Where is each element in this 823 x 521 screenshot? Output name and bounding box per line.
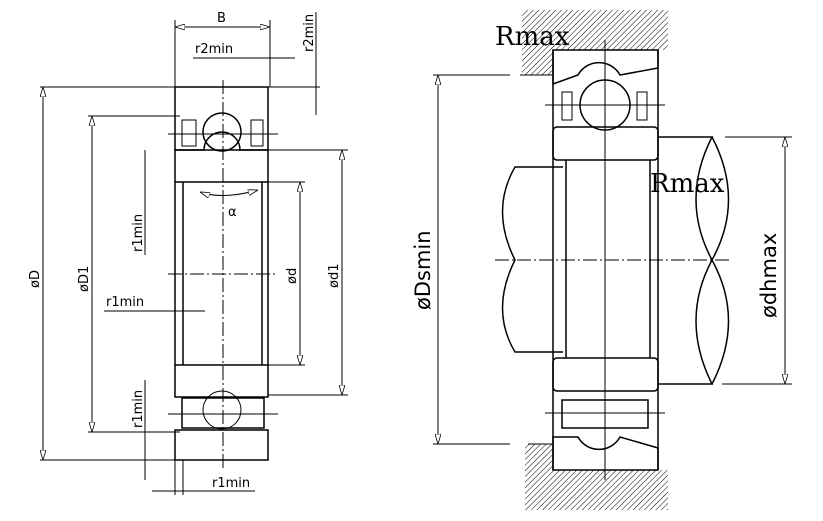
dhmax-label: ødhmax (757, 233, 781, 318)
bore-diameter-label: ød (285, 268, 300, 284)
outer-ring-top (174, 86, 269, 151)
dsmin-label: øDsmin (411, 230, 435, 310)
ball-top (202, 112, 242, 152)
inner-ring-bottom (174, 364, 269, 398)
r1min-upper-label: r1min (131, 214, 146, 252)
left-bearing-section (40, 12, 348, 495)
outer-ring-bottom (174, 429, 269, 461)
r2min-vertical-label: r2min (302, 14, 317, 52)
inner-ring-top (174, 149, 269, 183)
contact-angle-label: α (228, 205, 237, 220)
r1min-middle-label: r1min (106, 295, 144, 310)
cage-right (250, 119, 264, 147)
rmax-housing-label: Rmax (495, 22, 570, 52)
housing-top (522, 10, 668, 50)
rmax-shaft-label: Rmax (650, 169, 725, 199)
outer-diameter-label: øD (28, 270, 43, 288)
r1min-bottom-label: r1min (212, 476, 250, 491)
housing-bottom (525, 444, 553, 510)
cage-left (181, 119, 197, 147)
right-mounting-section (433, 10, 792, 510)
ball-bottom (202, 390, 242, 430)
d1-inner-label: ød1 (327, 264, 342, 288)
width-label-b: B (217, 11, 226, 26)
d1-outer-label: øD1 (77, 266, 92, 292)
r1min-lower-label: r1min (131, 390, 146, 428)
shaft-left-end (501, 166, 563, 353)
r2min-horizontal-label: r2min (195, 42, 233, 57)
outer-ring-top-right (552, 49, 659, 86)
